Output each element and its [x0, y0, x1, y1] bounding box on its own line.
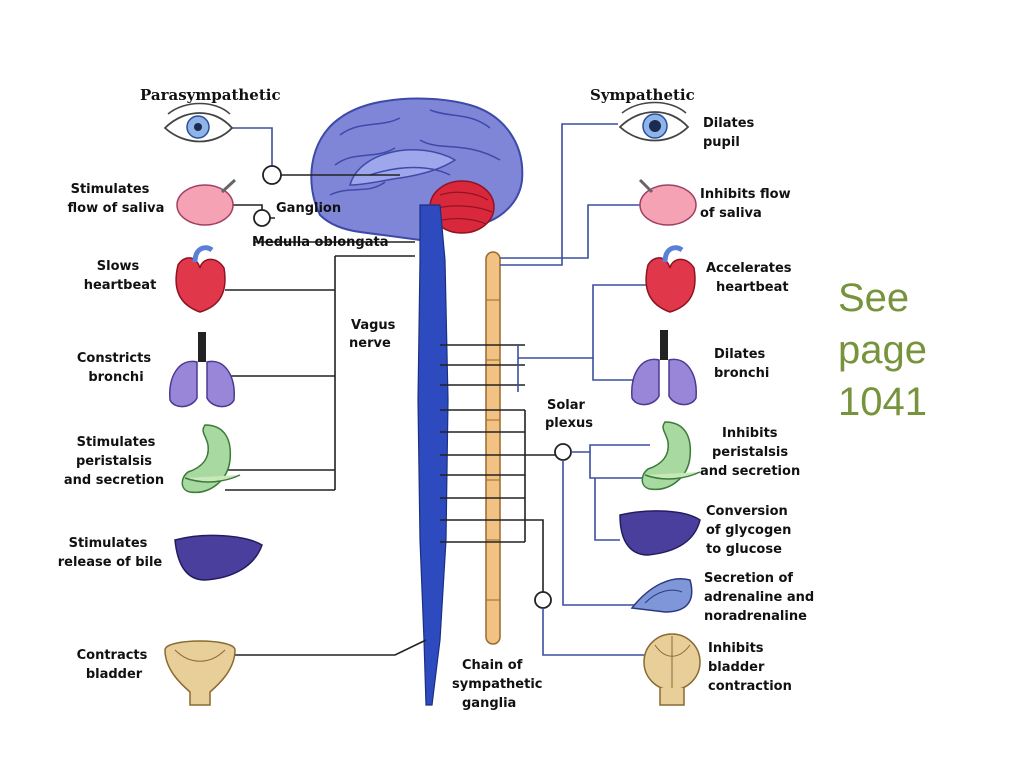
left-salivary-gland-icon — [176, 178, 237, 226]
chain-label-1: Chain of — [462, 658, 523, 673]
right-pupil-label-1: Dilates — [703, 116, 755, 131]
parasympathetic-header: Parasympathetic — [140, 86, 281, 104]
sympathetic-header: Sympathetic — [590, 86, 695, 104]
right-saliva-label-1: Inhibits flow — [700, 187, 791, 202]
right-stomach-label-1: Inhibits — [722, 426, 778, 441]
left-heart-label-1: Slows — [97, 259, 140, 274]
right-adrenal-label-2: adrenaline and — [704, 590, 814, 605]
right-liver-icon — [619, 510, 701, 556]
chain-label-2: sympathetic — [452, 677, 543, 692]
medulla-label: Medulla oblongata — [252, 235, 388, 250]
left-liver-icon — [174, 534, 263, 581]
left-bile-label-2: release of bile — [58, 555, 163, 570]
solar-label-2: plexus — [545, 416, 593, 431]
left-bronchi-label-2: bronchi — [88, 370, 143, 385]
right-adrenal-label-3: noradrenaline — [704, 609, 807, 624]
chain-label-3: ganglia — [462, 696, 516, 711]
vagus-label-2: nerve — [349, 336, 391, 351]
left-stomach-label-2: peristalsis — [76, 454, 152, 469]
ganglion-label: Ganglion — [276, 201, 341, 216]
right-eye-icon — [618, 101, 690, 142]
left-stomach-label-1: Stimulates — [77, 435, 156, 450]
parasympathetic-wiring — [220, 127, 427, 656]
right-bronchi-label-1: Dilates — [714, 347, 766, 362]
left-bladder-label-2: bladder — [86, 667, 143, 682]
right-bronchi-label-2: bronchi — [714, 366, 769, 381]
left-bronchi-label-1: Constricts — [77, 351, 151, 366]
right-stomach-icon — [641, 421, 701, 491]
left-eye-icon — [163, 102, 234, 143]
right-bladder-icon — [643, 633, 701, 706]
left-stomach-icon — [181, 424, 241, 494]
left-bile-label-1: Stimulates — [69, 536, 148, 551]
left-heart-icon — [175, 245, 226, 313]
see-page-note: See page 1041 — [838, 272, 978, 428]
left-saliva-label-2: flow of saliva — [68, 201, 165, 216]
spinal-cord — [417, 204, 449, 706]
right-salivary-gland-icon — [638, 178, 697, 226]
left-bladder-icon — [164, 640, 236, 706]
right-stomach-label-3: and secretion — [700, 464, 800, 479]
left-stomach-label-3: and secretion — [64, 473, 164, 488]
see-note-line2: page — [838, 328, 927, 372]
right-heart-label-2: heartbeat — [716, 280, 789, 295]
right-liver-label-2: of glycogen — [706, 523, 791, 538]
see-note-line3: 1041 — [838, 380, 927, 424]
right-bladder-label-3: contraction — [708, 679, 792, 694]
right-heart-icon — [645, 245, 696, 313]
right-adrenal-label-1: Secretion of — [704, 571, 793, 586]
right-liver-label-3: to glucose — [706, 542, 782, 557]
left-saliva-label-1: Stimulates — [71, 182, 150, 197]
right-pupil-label-2: pupil — [703, 135, 740, 150]
right-bladder-label-2: bladder — [708, 660, 765, 675]
left-bladder-label-1: Contracts — [77, 648, 148, 663]
sympathetic-chain — [485, 251, 501, 645]
left-lungs-icon — [169, 332, 235, 408]
right-adrenal-icon — [630, 578, 693, 613]
spinal-outflow-lines — [440, 344, 563, 600]
sympathetic-wiring — [500, 123, 650, 656]
right-saliva-label-2: of saliva — [700, 206, 762, 221]
see-note-line1: See — [838, 276, 910, 320]
right-liver-label-1: Conversion — [706, 504, 788, 519]
right-stomach-label-2: peristalsis — [712, 445, 788, 460]
solar-label-1: Solar — [547, 398, 586, 413]
right-bladder-label-1: Inhibits — [708, 641, 764, 656]
right-lungs-icon — [631, 330, 697, 406]
right-heart-label-1: Accelerates — [706, 261, 792, 276]
left-heart-label-2: heartbeat — [84, 278, 157, 293]
vagus-label-1: Vagus — [351, 318, 396, 333]
